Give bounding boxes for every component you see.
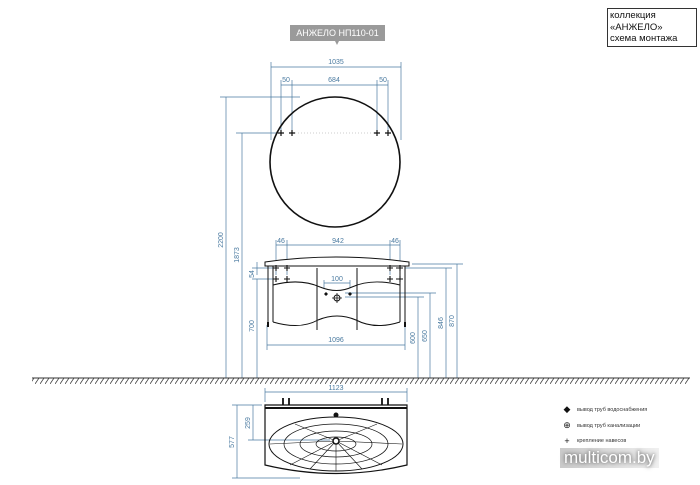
legend-label: крепление навесов <box>577 438 627 444</box>
dim-mirror-left: 50 <box>282 77 290 84</box>
legend-label: вывод труб водоснабжения <box>577 406 648 413</box>
dim-basin-width: 1123 <box>328 385 343 392</box>
model-tag: АНЖЕЛО НП110-01 <box>290 25 385 45</box>
cabinet-drawing <box>264 256 410 330</box>
dim-cab-right: 46 <box>391 238 399 245</box>
dim-mirror-mount: 1873 <box>234 247 241 263</box>
plus-icon: + <box>564 436 570 446</box>
info-line-2: «АНЖЕЛО» <box>610 21 663 33</box>
dim-870: 870 <box>449 315 456 327</box>
floor-hatch <box>32 378 690 384</box>
dim-cab-inner: 942 <box>332 238 344 245</box>
dim-total-height: 2200 <box>218 232 225 248</box>
info-box: коллекция «АНЖЕЛО» схема монтажа <box>607 8 697 47</box>
dim-mirror-right: 50 <box>379 77 387 84</box>
legend-item-mount: + крепление навесов <box>562 436 626 446</box>
diamond-cross-icon: ◆ <box>563 404 571 414</box>
dim-846: 846 <box>438 317 445 329</box>
mount-plus-icons <box>278 130 391 136</box>
mirror-outline <box>269 96 401 228</box>
legend-item-water: ◆ вывод труб водоснабжения <box>562 404 648 415</box>
dim-pipe-gap: 100 <box>331 276 343 283</box>
dim-600: 600 <box>410 332 417 344</box>
info-line-3: схема монтажа <box>610 33 678 44</box>
basin-top-view <box>264 398 408 475</box>
info-line-1: коллекция <box>610 10 656 21</box>
circle-cross-icon: ⊕ <box>563 420 571 430</box>
dim-cabinet-height: 700 <box>249 320 256 332</box>
dim-cab-left: 46 <box>277 238 285 245</box>
legend-item-drain: ⊕ вывод труб канализации <box>562 420 640 431</box>
dim-cab-width: 1096 <box>328 337 344 344</box>
dim-mirror-width: 1035 <box>328 59 344 66</box>
legend-label: вывод труб канализации <box>577 422 641 429</box>
dim-basin-depth: 577 <box>229 436 236 448</box>
dim-650: 650 <box>422 330 429 342</box>
dimension-labels: 1035 684 50 50 2200 1873 700 54 942 46 4… <box>218 59 456 448</box>
dim-mirror-inner: 684 <box>328 77 340 84</box>
drain-icon <box>332 293 342 303</box>
watermark: multicom.by <box>560 448 659 468</box>
dim-54: 54 <box>249 270 256 278</box>
dim-basin-drain: 259 <box>245 417 252 429</box>
cabinet-mount-icons <box>273 265 403 282</box>
